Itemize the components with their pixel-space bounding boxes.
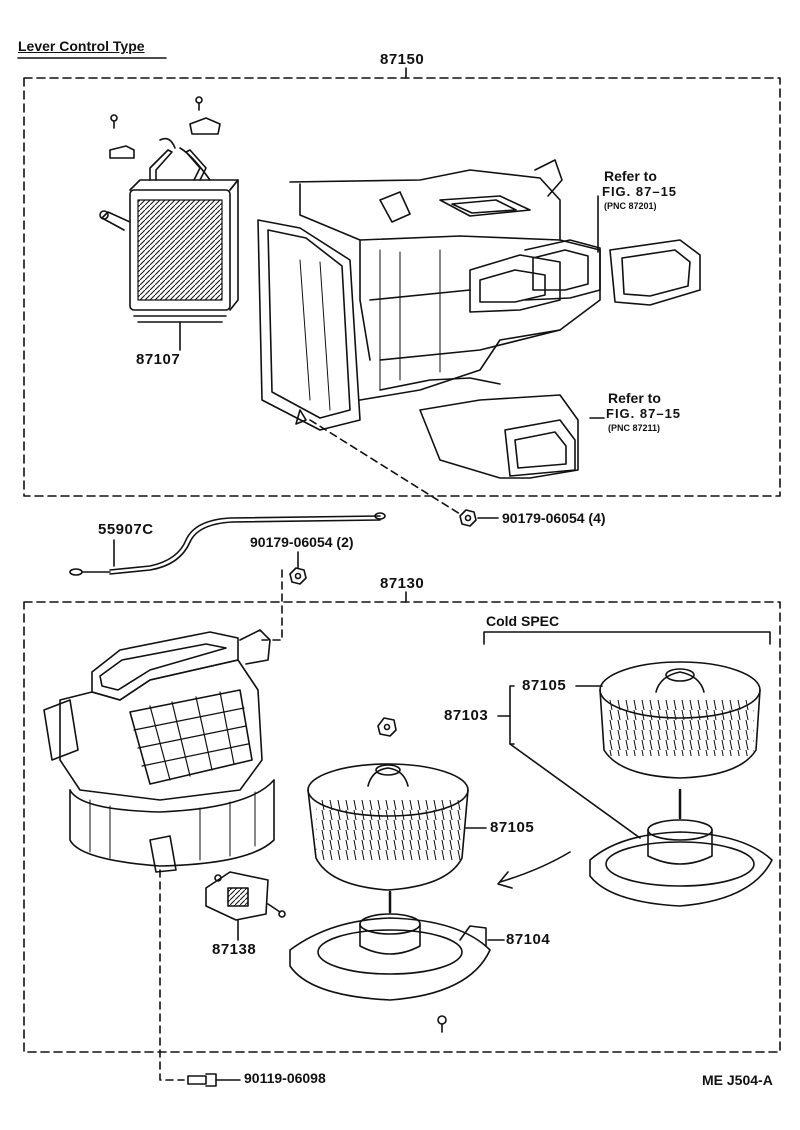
group-to-motor-leader bbox=[509, 743, 641, 839]
blower-case bbox=[43, 629, 275, 873]
screw-leader bbox=[309, 419, 461, 515]
page-title: Lever Control Type bbox=[18, 38, 145, 54]
ref-1-line1: Refer to bbox=[604, 168, 657, 184]
upper-assembly-part-number: 87150 bbox=[380, 51, 425, 68]
fan-std-part-number: 87105 bbox=[490, 819, 535, 836]
lower-assembly-frame bbox=[23, 601, 781, 1053]
clamp-icon bbox=[109, 117, 221, 159]
control-cable bbox=[69, 512, 386, 576]
fan-cold bbox=[599, 661, 761, 779]
figure-code: ME J504-A bbox=[702, 1072, 773, 1088]
ref-2-line2: FIG. 87–15 bbox=[606, 406, 682, 421]
fan-standard bbox=[307, 763, 469, 891]
resistor bbox=[205, 871, 269, 921]
ref-2-line1: Refer to bbox=[608, 390, 661, 406]
nut-icon bbox=[289, 567, 307, 585]
ref-1-line2: FIG. 87–15 bbox=[602, 184, 678, 199]
screw-icon bbox=[195, 96, 203, 111]
motor-group-part-number: 87103 bbox=[444, 707, 489, 724]
group-bracket bbox=[509, 685, 515, 745]
screw-icon bbox=[110, 114, 118, 129]
heater-core-part-number: 87107 bbox=[136, 351, 181, 368]
heater-housing bbox=[257, 159, 701, 479]
resistor-part-number: 87138 bbox=[212, 941, 257, 958]
mid-screw-dash bbox=[261, 569, 283, 641]
upper-assembly-frame bbox=[23, 77, 781, 497]
cold-spec-label: Cold SPEC bbox=[486, 613, 560, 629]
screw-icon bbox=[267, 903, 286, 918]
bottom-screw-part-number: 90119-06098 bbox=[244, 1070, 326, 1086]
nut-icon bbox=[459, 509, 477, 527]
heater-core bbox=[99, 137, 239, 323]
ref-1-line3: (PNC 87201) bbox=[604, 201, 657, 211]
blower-motor-cold bbox=[589, 788, 773, 907]
blower-motor bbox=[289, 890, 491, 1001]
blower-assembly-part-number: 87130 bbox=[380, 575, 425, 592]
screw-icon bbox=[187, 1073, 217, 1087]
cable-part-number: 55907C bbox=[98, 521, 154, 538]
arrow-icon bbox=[497, 851, 571, 889]
bottom-screw-dash bbox=[159, 869, 185, 1081]
mid-screw-part-number: 90179-06054 (2) bbox=[250, 534, 354, 550]
fan-cold-part-number: 87105 bbox=[522, 677, 567, 694]
ref-2-line3: (PNC 87211) bbox=[608, 423, 661, 433]
upper-screw-part-number: 90179-06054 (4) bbox=[502, 510, 606, 526]
nut-icon bbox=[377, 717, 397, 737]
motor-part-number: 87104 bbox=[506, 931, 551, 948]
screw-icon bbox=[437, 1015, 447, 1033]
cold-spec-bracket bbox=[483, 631, 771, 645]
